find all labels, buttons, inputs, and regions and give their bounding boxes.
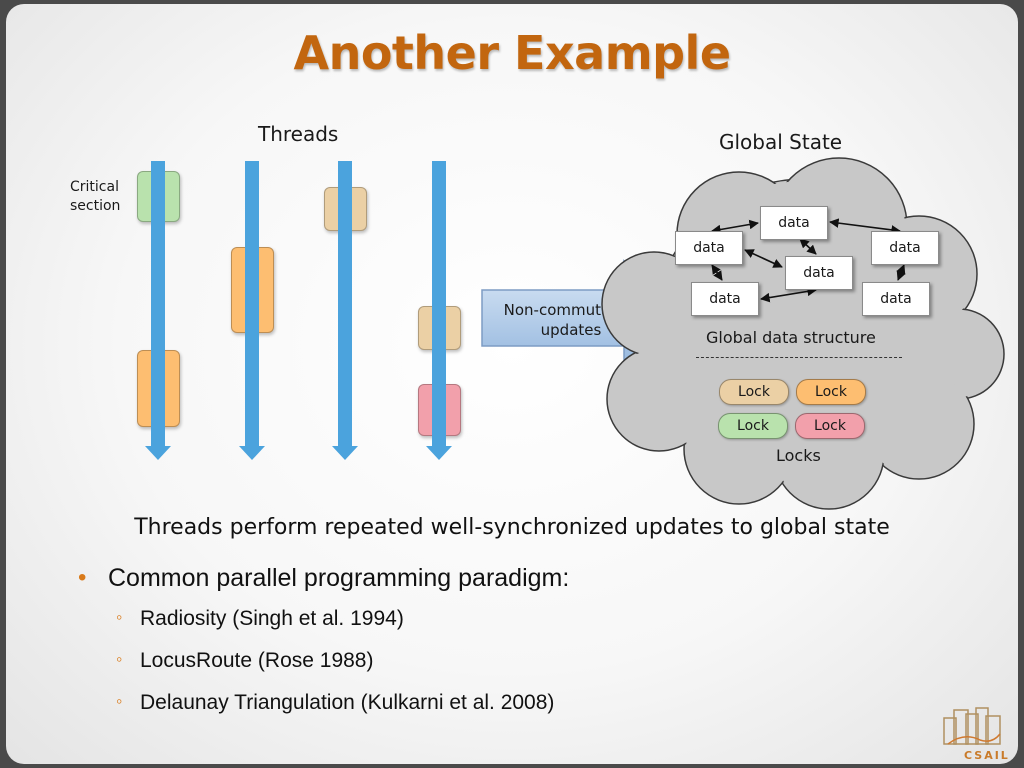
csail-logo-text: CSAIL	[964, 749, 1010, 762]
global-data-structure-label: Global data structure	[706, 328, 876, 347]
data-node: data	[785, 256, 853, 290]
bullet-item: Common parallel programming paradigm:	[78, 564, 569, 593]
data-node: data	[871, 231, 939, 265]
slide: Another Example Threads Global State Cri…	[6, 4, 1018, 764]
data-links	[711, 218, 906, 303]
bullet-list: Common parallel programming paradigm: Ra…	[78, 564, 569, 733]
data-node: data	[760, 206, 828, 240]
locks-label: Locks	[776, 446, 821, 465]
lock-green: Lock	[718, 413, 788, 439]
data-node: data	[675, 231, 743, 265]
lock-orange: Lock	[796, 379, 866, 405]
critical-label-line-1: Critical	[70, 179, 119, 195]
slide-title: Another Example	[293, 26, 731, 80]
dashed-divider	[696, 357, 902, 358]
lock-tan: Lock	[719, 379, 789, 405]
critical-label-line-2: section	[70, 198, 121, 214]
sub-bullet-item: LocusRoute (Rose 1988)	[78, 649, 569, 691]
threads-label: Threads	[258, 122, 339, 146]
critical-section-label: Critical section	[70, 178, 120, 216]
thread-arrow-4	[426, 161, 452, 460]
thread-arrow-3	[332, 161, 358, 460]
arrow-label-line-2: updates	[540, 321, 602, 339]
thread-arrow-1	[145, 161, 171, 460]
summary-text: Threads perform repeated well-synchroniz…	[134, 515, 890, 540]
global-state-label: Global State	[719, 130, 843, 154]
sub-bullet-item: Delaunay Triangulation (Kulkarni et al. …	[78, 691, 569, 733]
data-node: data	[691, 282, 759, 316]
thread-arrow-2	[239, 161, 265, 460]
sub-bullet-item: Radiosity (Singh et al. 1994)	[78, 607, 569, 649]
data-node: data	[862, 282, 930, 316]
csail-logo-icon	[943, 707, 1001, 745]
lock-pink: Lock	[795, 413, 865, 439]
